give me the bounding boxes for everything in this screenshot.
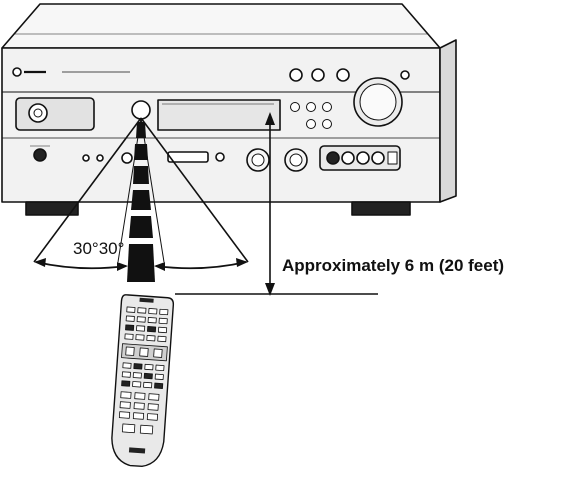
receiver-side-panel bbox=[439, 39, 457, 203]
standby-button-panel bbox=[15, 97, 95, 131]
receiver-logo-icon bbox=[12, 67, 22, 77]
receiver-top-panel bbox=[1, 3, 441, 49]
cone-left-edge bbox=[33, 117, 142, 263]
receiver-foot-right bbox=[351, 201, 411, 216]
distance-arrow-top bbox=[265, 112, 275, 125]
cone-center-guide-left bbox=[117, 117, 142, 263]
button-cluster bbox=[290, 102, 332, 129]
coverage-cone bbox=[33, 117, 249, 263]
display-window bbox=[157, 99, 281, 131]
distance-dimension bbox=[175, 112, 378, 296]
arrow-right-inner bbox=[154, 262, 165, 271]
remote-control bbox=[111, 294, 175, 468]
lower-knob-3 bbox=[121, 152, 133, 164]
angle-label: 30°30° bbox=[73, 239, 125, 258]
left-angle-arc bbox=[35, 261, 127, 270]
cone-right-edge bbox=[140, 117, 249, 263]
remote-buttons bbox=[118, 306, 169, 435]
lower-knob-1 bbox=[82, 154, 90, 162]
distance-label: Approximately 6 m (20 feet) bbox=[282, 256, 505, 275]
remote-logo-icon bbox=[128, 447, 146, 454]
top-knob-2 bbox=[311, 68, 325, 82]
arrow-left-outer bbox=[34, 258, 46, 267]
top-right-knob bbox=[400, 70, 410, 80]
lower-knob-2 bbox=[96, 154, 104, 162]
arrow-left-inner bbox=[117, 262, 128, 271]
top-knob-1 bbox=[289, 68, 303, 82]
av-receiver bbox=[1, 3, 457, 216]
arrow-right-outer bbox=[236, 258, 248, 267]
cone-center-guide-right bbox=[140, 117, 165, 263]
right-angle-arc bbox=[155, 261, 247, 270]
ir-sensor-icon bbox=[131, 100, 151, 120]
mode-switch bbox=[167, 151, 209, 163]
phones-jack bbox=[33, 148, 47, 162]
lower-knob-4 bbox=[215, 152, 225, 162]
receiver-foot-left bbox=[25, 201, 79, 216]
distance-arrow-bottom bbox=[265, 283, 275, 296]
angle-arrowheads bbox=[34, 258, 248, 271]
top-knob-3 bbox=[336, 68, 350, 82]
ir-beam bbox=[127, 122, 155, 282]
